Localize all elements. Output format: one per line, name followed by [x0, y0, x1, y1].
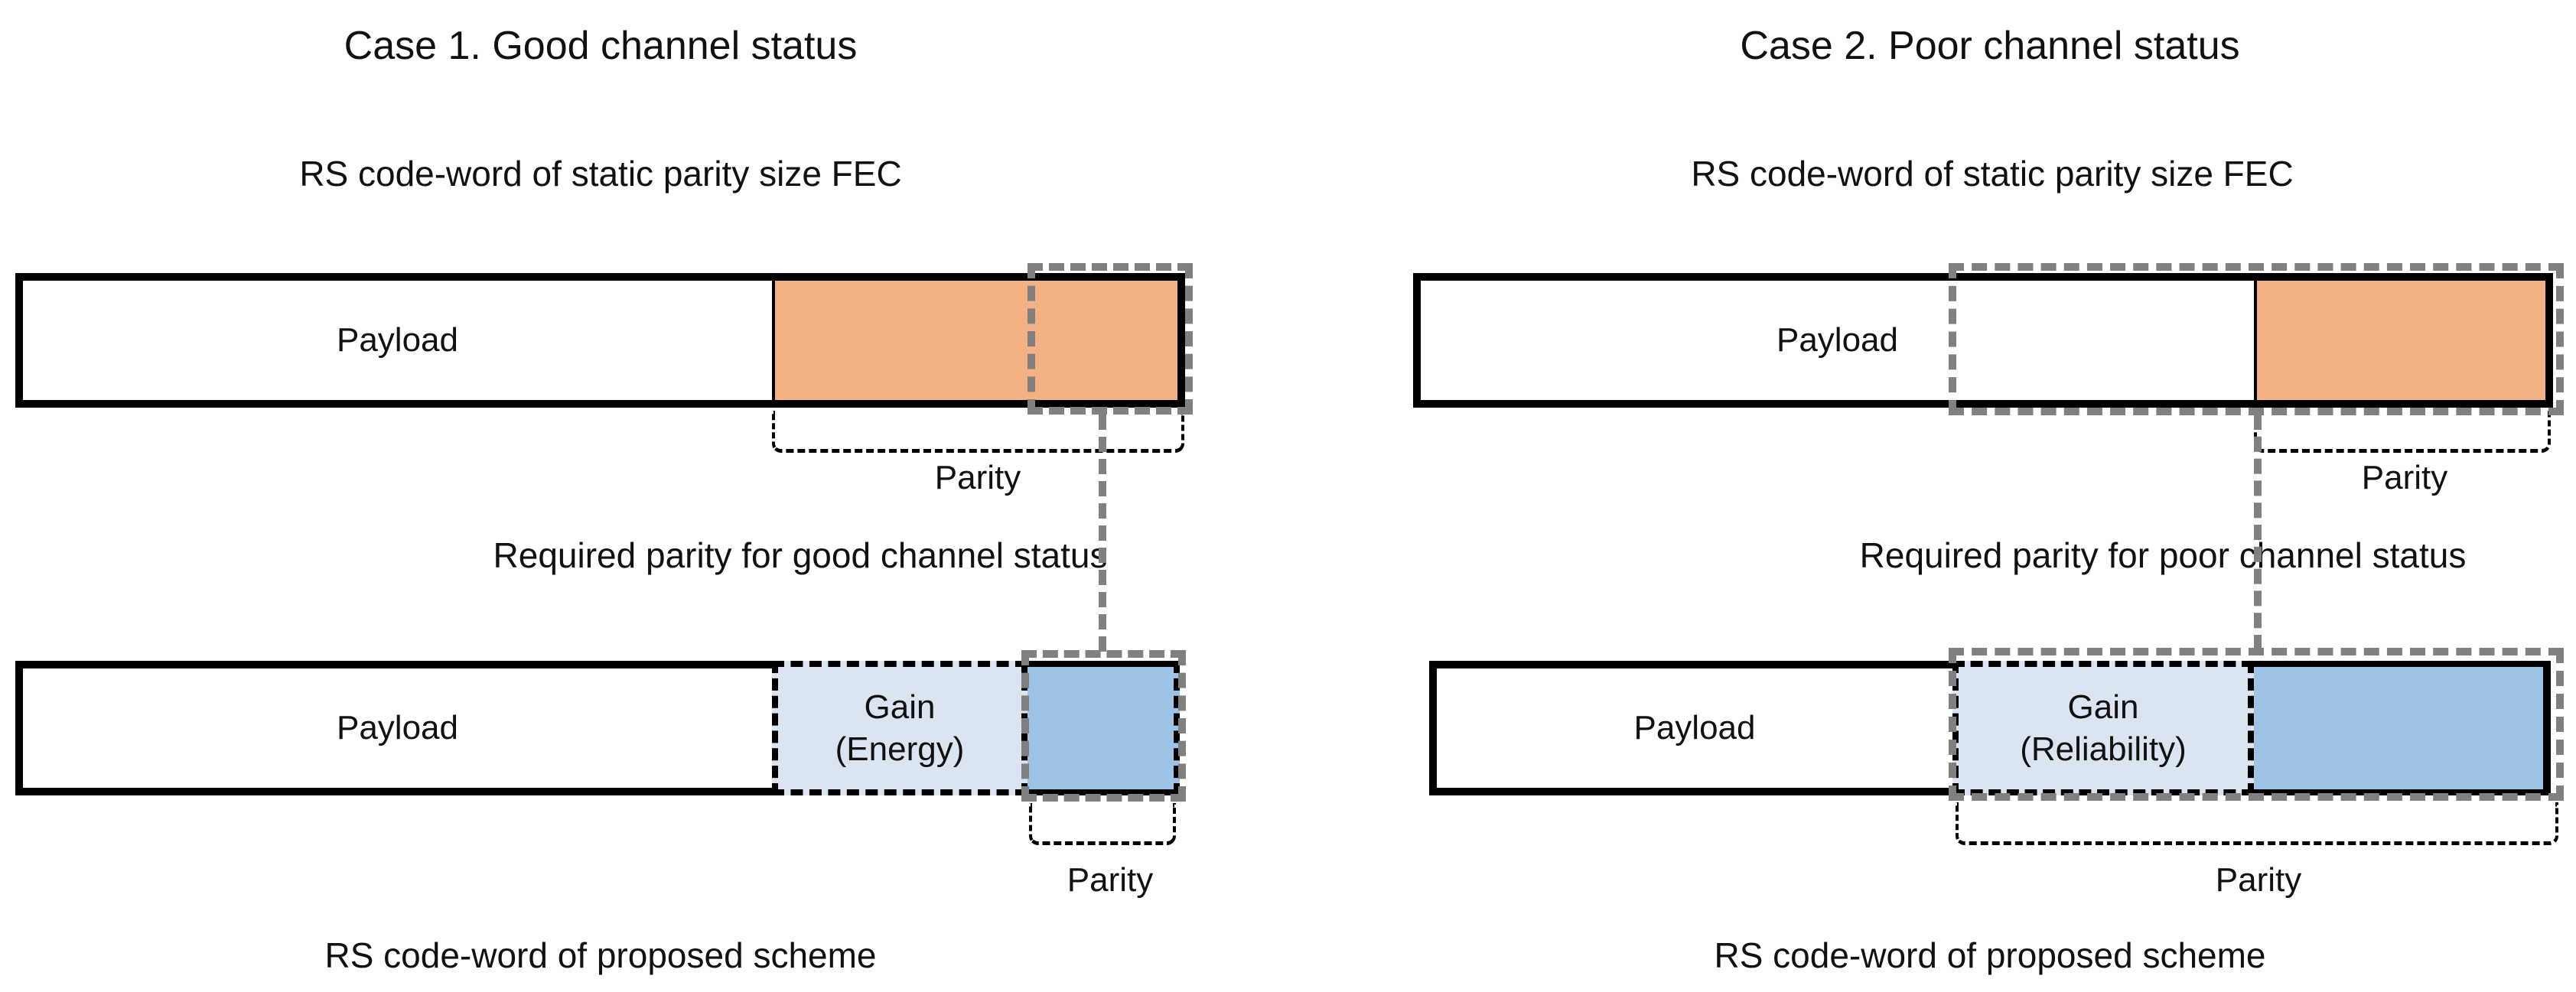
gain-label-line1: Gain [864, 688, 936, 726]
gain-label-line2: (Reliability) [2020, 730, 2187, 768]
case1-proposed-parity-section [1027, 661, 1180, 795]
case1-static-parity-label: Parity [934, 459, 1021, 496]
case1-static-codeword-bar: Payload [15, 273, 1185, 408]
case1-proposed-parity-label: Parity [1067, 861, 1154, 899]
case1-static-parity-bracket [772, 411, 1184, 453]
case2-static-codeword-bar: Payload [1413, 273, 2553, 408]
case1-static-parity-section [772, 281, 1177, 400]
case1-proposed-payload-section: Payload [15, 661, 772, 795]
payload-label: Payload [1776, 321, 1898, 359]
case2-static-parity-section [2254, 281, 2545, 400]
case1-connector-line [1099, 415, 1106, 652]
case2-static-parity-label: Parity [2361, 459, 2448, 496]
case1-gain-section: Gain (Energy) [772, 661, 1027, 795]
payload-label: Payload [336, 321, 458, 359]
case2-title: Case 2. Poor channel status [1740, 24, 2240, 68]
case2-proposed-caption: RS code-word of proposed scheme [1714, 935, 2266, 975]
case2-proposed-payload-section: Payload [1429, 661, 1952, 795]
case2-static-parity-bracket [2254, 411, 2551, 453]
gain-label-line1: Gain [2067, 688, 2139, 726]
case2-static-payload-section: Payload [1421, 281, 2254, 400]
case2-proposed-parity-section [2254, 661, 2551, 795]
gain-label-line2: (Energy) [835, 730, 965, 768]
case1-proposed-caption: RS code-word of proposed scheme [324, 935, 877, 975]
case2-proposed-parity-bracket [1956, 802, 2558, 845]
case2-proposed-parity-label: Parity [2215, 861, 2302, 899]
case1-title: Case 1. Good channel status [344, 24, 858, 68]
case1-proposed-parity-bracket [1029, 803, 1176, 845]
case1-required-parity-text: Required parity for good channel status [493, 535, 1108, 575]
case2-required-parity-text: Required parity for poor channel status [1859, 535, 2467, 575]
case1-static-payload-section: Payload [23, 281, 772, 400]
case2-connector-line [2254, 415, 2262, 650]
case2-gain-section: Gain (Reliability) [1952, 661, 2254, 795]
payload-label: Payload [1633, 709, 1756, 746]
payload-label: Payload [336, 709, 458, 746]
case2-static-caption: RS code-word of static parity size FEC [1691, 154, 2294, 194]
case1-static-caption: RS code-word of static parity size FEC [299, 154, 902, 194]
